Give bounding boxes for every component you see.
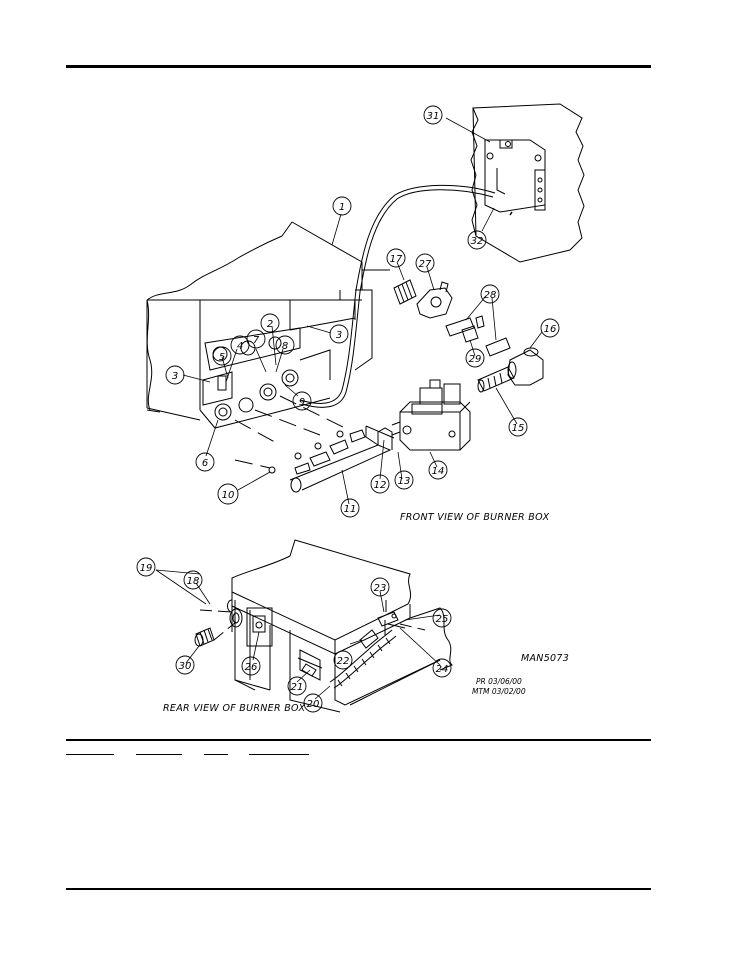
svg-text:3: 3 [336,330,342,341]
callout-22: 22 [334,651,352,669]
svg-text:10: 10 [222,490,235,501]
svg-text:25: 25 [436,614,449,625]
callout-21: 21 [288,677,306,695]
callout-32: 32 [468,231,486,249]
callout-24: 24 [433,659,451,677]
svg-text:11: 11 [344,504,357,515]
callout-26: 26 [242,657,260,675]
callout-29: 29 [466,349,484,367]
callout-19: 19 [137,558,155,576]
drafter-note-2: MTM 03/02/00 [472,687,526,696]
callout-8: 8 [276,336,294,354]
leader-lines [156,118,542,699]
callout-11: 11 [341,499,359,517]
svg-text:2: 2 [267,319,273,330]
svg-text:1: 1 [339,202,345,213]
callout-9: 9 [293,392,311,410]
svg-text:14: 14 [432,466,445,477]
callout-13: 13 [395,471,413,489]
svg-text:13: 13 [398,476,411,487]
svg-text:3: 3 [172,371,178,382]
alignment-lines-rear [200,600,425,640]
callout-20: 20 [304,694,322,712]
svg-text:12: 12 [374,480,387,491]
svg-text:20: 20 [307,699,320,710]
svg-text:8: 8 [282,341,288,352]
rear-view-caption: REAR VIEW OF BURNER BOX [163,703,306,714]
svg-text:17: 17 [390,254,403,265]
svg-text:15: 15 [512,423,525,434]
svg-text:5: 5 [219,352,225,363]
svg-text:16: 16 [544,324,557,335]
svg-text:19: 19 [140,563,153,574]
control-cable [300,185,495,403]
callout-6: 6 [196,453,214,471]
svg-text:4: 4 [237,341,243,352]
callout-3-left: 3 [166,366,184,384]
callout-15: 15 [509,418,527,436]
svg-text:28: 28 [484,290,497,301]
callout-2: 2 [261,314,279,332]
callout-23: 23 [371,578,389,596]
svg-text:6: 6 [202,458,208,469]
gas-valve [392,380,470,450]
callout-7: 7 [247,330,265,348]
drawing-number: MAN5073 [521,653,569,664]
callout-16: 16 [541,319,559,337]
callout-5: 5 [213,347,231,365]
drafter-note-1: PR 03/06/00 [476,677,522,686]
svg-text:31: 31 [427,111,440,122]
callout-27: 27 [416,254,434,272]
svg-text:21: 21 [291,682,304,693]
svg-text:27: 27 [419,259,432,270]
pipe-elbow [508,348,543,385]
control-box-panel [471,104,584,262]
svg-text:29: 29 [469,354,482,365]
callout-17: 17 [387,249,405,267]
svg-text:22: 22 [337,656,350,667]
callout-31: 31 [424,106,442,124]
callout-10: 10 [218,484,238,504]
callout-28: 28 [481,285,499,303]
svg-text:9: 9 [299,397,305,408]
burner-box-rear [195,540,452,712]
callout-3-right: 3 [330,325,348,343]
svg-text:7: 7 [253,335,260,346]
svg-text:23: 23 [374,583,387,594]
svg-text:26: 26 [245,662,258,673]
svg-text:30: 30 [179,661,192,672]
front-view-caption: FRONT VIEW OF BURNER BOX [400,512,550,523]
callout-1: 1 [333,197,351,215]
callout-4: 4 [231,336,249,354]
callout-30: 30 [176,656,194,674]
svg-text:24: 24 [436,664,449,675]
svg-text:18: 18 [187,576,200,587]
callout-14: 14 [429,461,447,479]
svg-text:32: 32 [471,236,484,247]
